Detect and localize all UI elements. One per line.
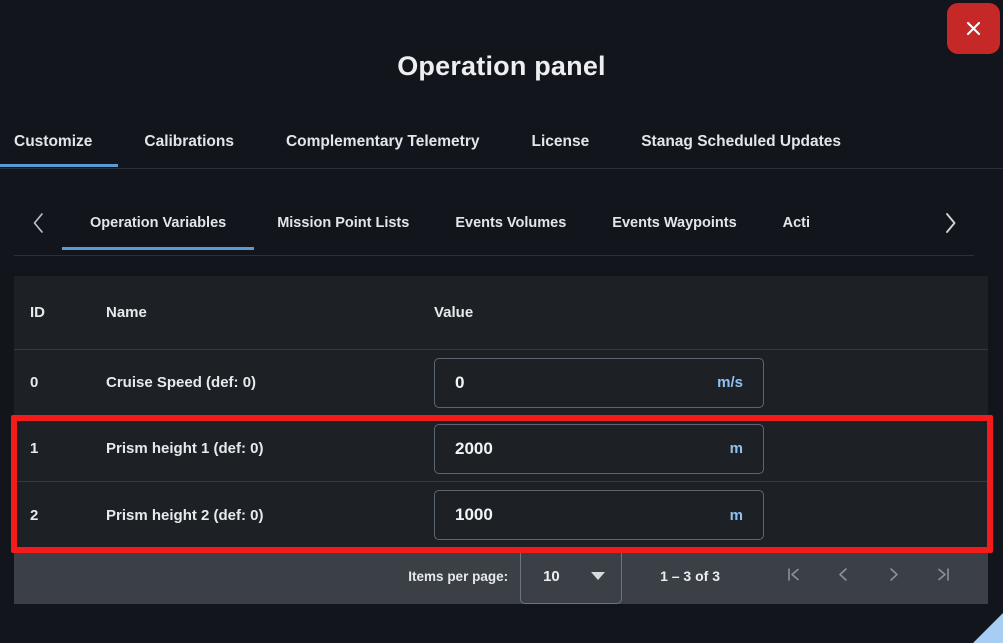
close-button[interactable] [947, 3, 1000, 54]
subtab-operation-variables[interactable]: Operation Variables [62, 196, 255, 250]
tab-license[interactable]: License [505, 118, 615, 166]
subtab-events-volumes[interactable]: Events Volumes [432, 196, 589, 250]
value-unit-label: m/s [717, 374, 743, 391]
page-title: Operation panel [397, 51, 606, 81]
cell-value: 1000 m [434, 490, 988, 540]
paginator: Items per page: 10 1 – 3 of 3 [14, 548, 988, 604]
cell-id: 0 [30, 374, 39, 391]
subtab-actions[interactable]: Acti [760, 196, 833, 250]
subtab-events-waypoints[interactable]: Events Waypoints [589, 196, 759, 250]
table-row: 1 Prism height 1 (def: 0) 2000 m [14, 416, 988, 482]
subtab-mission-point-lists[interactable]: Mission Point Lists [254, 196, 432, 250]
table-row: 2 Prism height 2 (def: 0) 1000 m [14, 482, 988, 548]
value-input-text: 1000 [455, 505, 493, 524]
cell-value: 0 m/s [434, 357, 988, 408]
cell-id: 1 [30, 440, 39, 457]
secondary-tabs-scroll-container: Operation Variables Mission Point Lists … [62, 196, 926, 253]
chevron-right-icon [943, 211, 958, 238]
pagination-range-label: 1 – 3 of 3 [660, 568, 720, 584]
cell-name: Prism height 2 (def: 0) [106, 506, 264, 524]
previous-page-icon [835, 566, 852, 586]
table-row: 0 Cruise Speed (def: 0) 0 m/s [14, 350, 988, 416]
cell-id: 2 [30, 506, 39, 524]
tab-calibrations[interactable]: Calibrations [118, 118, 260, 166]
tab-stanag-scheduled-updates[interactable]: Stanag Scheduled Updates [615, 118, 867, 166]
cell-name: Cruise Speed (def: 0) [106, 374, 257, 391]
next-page-icon [885, 566, 902, 586]
first-page-icon [785, 566, 802, 586]
secondary-tabs-scroll-left-button[interactable] [14, 196, 62, 253]
value-input-text: 0 [455, 372, 465, 392]
column-header-name: Name [106, 304, 147, 321]
secondary-tab-bar: Operation Variables Mission Point Lists … [14, 196, 974, 256]
cell-name: Prism height 1 (def: 0) [106, 440, 264, 457]
close-icon [965, 20, 982, 37]
chevron-left-icon [31, 211, 46, 238]
items-per-page-value: 10 [543, 567, 560, 585]
primary-tab-bar: Customize Calibrations Complementary Tel… [0, 118, 1003, 169]
column-header-id: ID [30, 304, 45, 321]
secondary-tabs-scroll-right-button[interactable] [926, 196, 974, 253]
table-header-row: ID Name Value [14, 276, 988, 350]
tab-complementary-telemetry[interactable]: Complementary Telemetry [260, 118, 506, 166]
value-input-text: 2000 [455, 438, 493, 458]
tab-customize[interactable]: Customize [0, 118, 119, 167]
operation-variables-table: ID Name Value 0 Cruise Speed (def: 0) 0 … [14, 276, 988, 604]
items-per-page-label: Items per page: [408, 568, 509, 584]
resize-handle[interactable] [969, 609, 1003, 643]
value-input-prism-height-1[interactable]: 2000 m [434, 423, 764, 474]
value-input-prism-height-2[interactable]: 1000 m [434, 490, 764, 540]
items-per-page-select[interactable]: 10 [520, 548, 623, 604]
value-unit-label: m [729, 440, 743, 457]
last-page-icon [935, 566, 952, 586]
previous-page-button[interactable] [818, 551, 868, 601]
last-page-button[interactable] [918, 551, 968, 601]
value-unit-label: m [729, 506, 743, 524]
cell-value: 2000 m [434, 423, 988, 474]
column-header-value: Value [434, 304, 474, 321]
chevron-down-icon [591, 572, 606, 580]
first-page-button[interactable] [768, 551, 818, 601]
next-page-button[interactable] [868, 551, 918, 601]
value-input-cruise-speed[interactable]: 0 m/s [434, 357, 764, 408]
